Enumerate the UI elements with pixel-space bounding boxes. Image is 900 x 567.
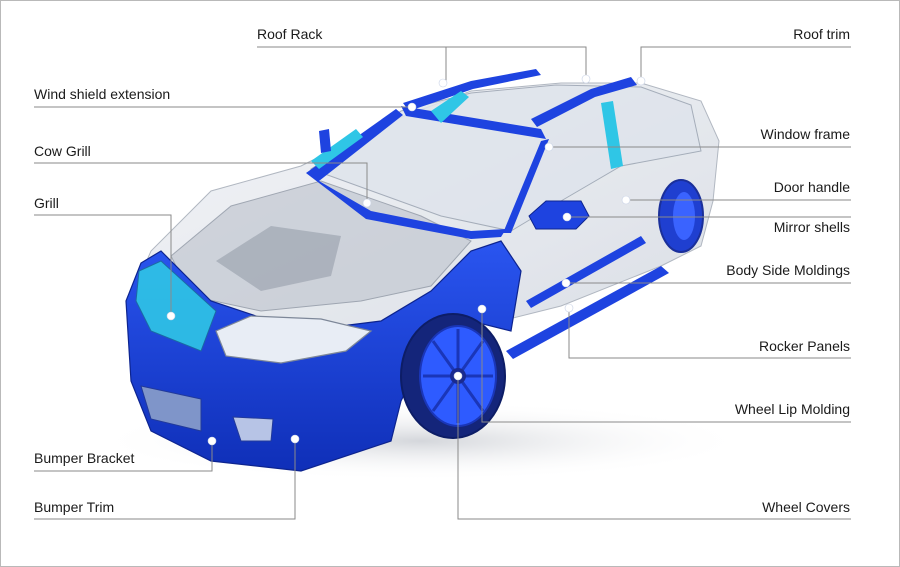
label-bumper-trim: Bumper Trim bbox=[34, 499, 114, 515]
leader-cow-grill bbox=[34, 162, 368, 201]
dot-grill bbox=[166, 311, 176, 321]
roof-rack bbox=[403, 69, 541, 111]
body-side-molding bbox=[526, 236, 646, 308]
label-rocker-panels: Rocker Panels bbox=[759, 338, 850, 354]
dot-windshield-extension bbox=[407, 102, 417, 112]
callout-labels: Roof Rack Roof trim Wind shield extensio… bbox=[34, 26, 850, 515]
dot-window-frame bbox=[544, 142, 554, 152]
leader-rocker-panels bbox=[568, 308, 851, 359]
rocker-panel bbox=[506, 266, 669, 359]
dot-roof-rack bbox=[438, 78, 448, 88]
mirror-shell bbox=[528, 200, 590, 230]
label-grill: Grill bbox=[34, 195, 59, 211]
label-windshield-extension: Wind shield extension bbox=[34, 86, 170, 102]
dot-wheel-covers bbox=[453, 371, 463, 381]
label-wheel-covers: Wheel Covers bbox=[762, 499, 850, 515]
wiper-mount bbox=[319, 129, 331, 153]
label-cow-grill: Cow Grill bbox=[34, 143, 91, 159]
fog-light bbox=[232, 416, 274, 442]
lower-grill bbox=[140, 385, 202, 432]
leader-roof-rack bbox=[257, 46, 587, 81]
label-wheel-lip-molding: Wheel Lip Molding bbox=[735, 401, 850, 417]
label-body-side-moldings: Body Side Moldings bbox=[726, 262, 850, 278]
dot-bumper-trim bbox=[290, 434, 300, 444]
dot-bumper-bracket bbox=[207, 436, 217, 446]
dot-body-side-moldings bbox=[561, 278, 571, 288]
label-roof-trim: Roof trim bbox=[793, 26, 850, 42]
roof-rack-rear bbox=[531, 77, 637, 127]
rear-wheel-cover bbox=[673, 192, 695, 240]
callout-dots bbox=[166, 74, 646, 446]
car-illustration bbox=[125, 69, 720, 472]
engine-block bbox=[216, 226, 341, 291]
label-door-handle: Door handle bbox=[774, 179, 850, 195]
window-frame-piece bbox=[601, 101, 623, 169]
dot-door-handle bbox=[621, 195, 631, 205]
door-pillar bbox=[503, 139, 549, 233]
label-window-frame: Window frame bbox=[761, 126, 851, 142]
leader-bumper-bracket bbox=[34, 441, 213, 472]
leader-grill bbox=[34, 214, 172, 316]
dot-roof-trim bbox=[636, 76, 646, 86]
leader-wheel-lip-molding bbox=[481, 309, 851, 423]
leader-lines bbox=[34, 46, 851, 520]
leader-wheel-covers bbox=[457, 376, 851, 520]
dot-roof-rack-rear bbox=[581, 74, 591, 84]
dot-rocker-panels bbox=[564, 303, 574, 313]
leader-bumper-trim bbox=[34, 439, 296, 520]
leader-roof-trim bbox=[640, 46, 851, 81]
front-fender bbox=[125, 240, 522, 472]
label-roof-rack: Roof Rack bbox=[257, 26, 323, 42]
dot-wheel-lip-molding bbox=[477, 304, 487, 314]
front-grill bbox=[135, 260, 217, 352]
dot-mirror-shells bbox=[562, 212, 572, 222]
label-bumper-bracket: Bumper Bracket bbox=[34, 450, 134, 466]
label-mirror-shells: Mirror shells bbox=[774, 219, 850, 235]
dot-cow-grill bbox=[362, 198, 372, 208]
windshield-extension bbox=[311, 129, 363, 169]
roof-cyan bbox=[431, 91, 469, 123]
headlight bbox=[215, 315, 373, 364]
